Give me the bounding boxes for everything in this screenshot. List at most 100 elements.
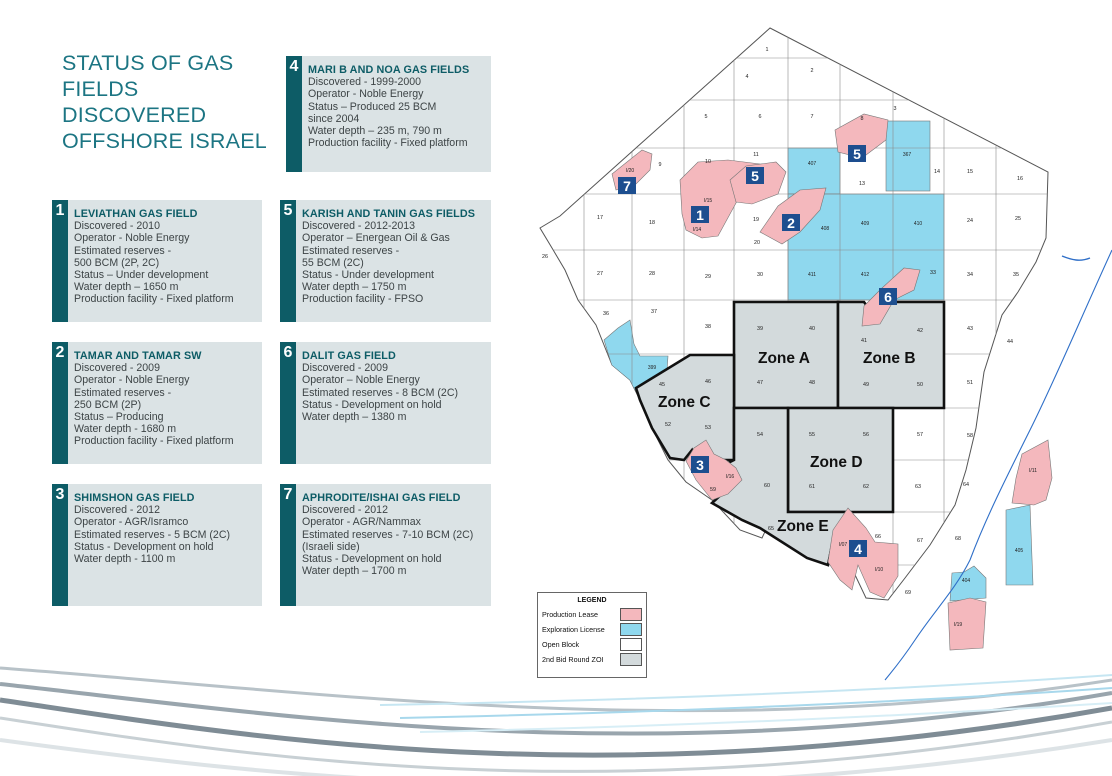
card-line: Discovered - 2012	[302, 504, 388, 517]
legend-label: Exploration License	[542, 625, 605, 634]
legend-label: 2nd Bid Round ZOI	[542, 655, 604, 664]
svg-text:55: 55	[809, 432, 815, 438]
svg-text:58: 58	[967, 433, 973, 439]
svg-text:I/11: I/11	[1029, 468, 1037, 474]
svg-text:49: 49	[863, 382, 869, 388]
card-title: SHIMSHON GAS FIELD	[74, 492, 195, 504]
card-aphrodite-ishai: 7 APHRODITE/ISHAI GAS FIELD Discovered -…	[280, 484, 491, 606]
svg-text:10: 10	[705, 159, 711, 165]
svg-text:39: 39	[757, 326, 763, 332]
card-line: Operator - Noble Energy	[74, 374, 190, 387]
svg-text:18: 18	[649, 220, 655, 226]
card-line: Status – Produced 25 BCM	[308, 100, 437, 113]
svg-text:25: 25	[1015, 216, 1021, 222]
svg-text:3: 3	[696, 457, 704, 473]
card-line: Estimated reserves -	[302, 244, 400, 257]
card-number: 7	[283, 486, 293, 503]
card-line: Water depth - 1680 m	[74, 423, 177, 436]
legend-label: Production Lease	[542, 610, 598, 619]
river	[1061, 255, 1091, 261]
svg-text:1: 1	[696, 207, 704, 223]
card-title: LEVIATHAN GAS FIELD	[74, 208, 198, 220]
svg-text:399: 399	[648, 365, 657, 371]
svg-text:68: 68	[955, 536, 961, 542]
svg-text:41: 41	[861, 338, 867, 344]
marker-shimshon[interactable]: 3	[691, 456, 709, 473]
zone-d-label: Zone D	[810, 454, 863, 471]
svg-text:69: 69	[905, 590, 911, 596]
svg-text:28: 28	[649, 271, 655, 277]
card-line: Water depth – 1380 m	[302, 411, 407, 424]
zone-c-label: Zone C	[658, 394, 711, 411]
svg-text:408: 408	[821, 226, 830, 232]
svg-text:64: 64	[963, 482, 969, 488]
zone-a-label: Zone A	[758, 350, 810, 367]
card-line: (Israeli side)	[302, 540, 360, 553]
svg-text:26: 26	[542, 254, 548, 260]
svg-text:405: 405	[1015, 548, 1024, 554]
marker-dalit[interactable]: 6	[879, 288, 897, 305]
svg-text:43: 43	[967, 326, 973, 332]
card-title: APHRODITE/ISHAI GAS FIELD	[302, 492, 461, 504]
card-number: 4	[289, 58, 299, 75]
card-line: Operator – Energean Oil & Gas	[302, 232, 450, 245]
card-number: 5	[283, 202, 293, 219]
svg-text:35: 35	[1013, 272, 1019, 278]
svg-text:45: 45	[659, 382, 665, 388]
svg-text:59: 59	[710, 487, 716, 493]
svg-text:16: 16	[1017, 176, 1023, 182]
svg-text:2: 2	[787, 215, 795, 231]
svg-text:I/19: I/19	[954, 622, 963, 628]
card-line: Water depth - 1100 m	[74, 553, 176, 566]
marker-aphrodite[interactable]: 7	[618, 177, 636, 194]
svg-text:4: 4	[854, 541, 862, 557]
card-line: Operator - AGR/Nammax	[302, 516, 421, 529]
svg-text:53: 53	[705, 425, 711, 431]
marker-leviathan[interactable]: 1	[691, 206, 709, 223]
svg-text:44: 44	[1007, 339, 1013, 345]
svg-text:409: 409	[861, 221, 870, 227]
svg-text:7: 7	[623, 178, 631, 194]
svg-text:5: 5	[853, 146, 861, 162]
card-number: 6	[283, 344, 293, 361]
svg-text:40: 40	[809, 326, 815, 332]
svg-text:8: 8	[861, 116, 864, 122]
card-line: Discovered - 2010	[74, 220, 160, 233]
legend-item: 2nd Bid Round ZOI	[538, 652, 646, 667]
card-line: Discovered - 2012-2013	[302, 220, 416, 233]
card-line: Status - Development on hold	[302, 398, 442, 411]
svg-text:42: 42	[917, 328, 923, 334]
card-shimshon: 3 SHIMSHON GAS FIELD Discovered - 2012 O…	[52, 484, 262, 606]
card-line: Operator - Noble Energy	[308, 88, 424, 101]
svg-text:52: 52	[665, 422, 671, 428]
card-line: Estimated reserves -	[74, 386, 172, 399]
card-dalit: 6 DALIT GAS FIELD Discovered - 2009 Oper…	[280, 342, 491, 464]
svg-text:60: 60	[764, 483, 770, 489]
block-numbers: 1 2 3 4 5 6 7 8 9 10 11 13 14 15 16 17 1…	[542, 47, 1023, 596]
field-markers: 1 2 3 4 5 5 6 7	[618, 145, 897, 557]
svg-text:11: 11	[753, 152, 759, 158]
svg-text:2: 2	[811, 68, 814, 74]
svg-text:54: 54	[757, 432, 763, 438]
card-line: Estimated reserves - 7-10 BCM (2C)	[302, 528, 474, 541]
svg-text:27: 27	[597, 271, 603, 277]
card-line: 55 BCM (2C)	[302, 256, 364, 269]
svg-text:29: 29	[705, 274, 711, 280]
marker-karish-tanin-east[interactable]: 5	[848, 145, 866, 162]
svg-text:I/15: I/15	[704, 198, 713, 204]
svg-text:412: 412	[861, 272, 870, 278]
card-line: Status – Producing	[74, 411, 164, 424]
card-karish-tanin: 5 KARISH AND TANIN GAS FIELDS Discovered…	[280, 200, 491, 322]
svg-text:65: 65	[768, 526, 774, 532]
marker-mari-b-noa[interactable]: 4	[849, 540, 867, 557]
card-line: Estimated reserves - 8 BCM (2C)	[302, 386, 458, 399]
svg-text:50: 50	[917, 382, 923, 388]
card-line: Operator - AGR/Isramco	[74, 516, 189, 529]
svg-text:6: 6	[759, 114, 762, 120]
svg-text:63: 63	[915, 484, 921, 490]
card-line: Discovered - 2012	[74, 504, 160, 517]
marker-tamar[interactable]: 2	[782, 214, 800, 231]
marker-karish-tanin-west[interactable]: 5	[746, 167, 764, 184]
card-line: Production facility - Fixed platform	[74, 435, 234, 448]
